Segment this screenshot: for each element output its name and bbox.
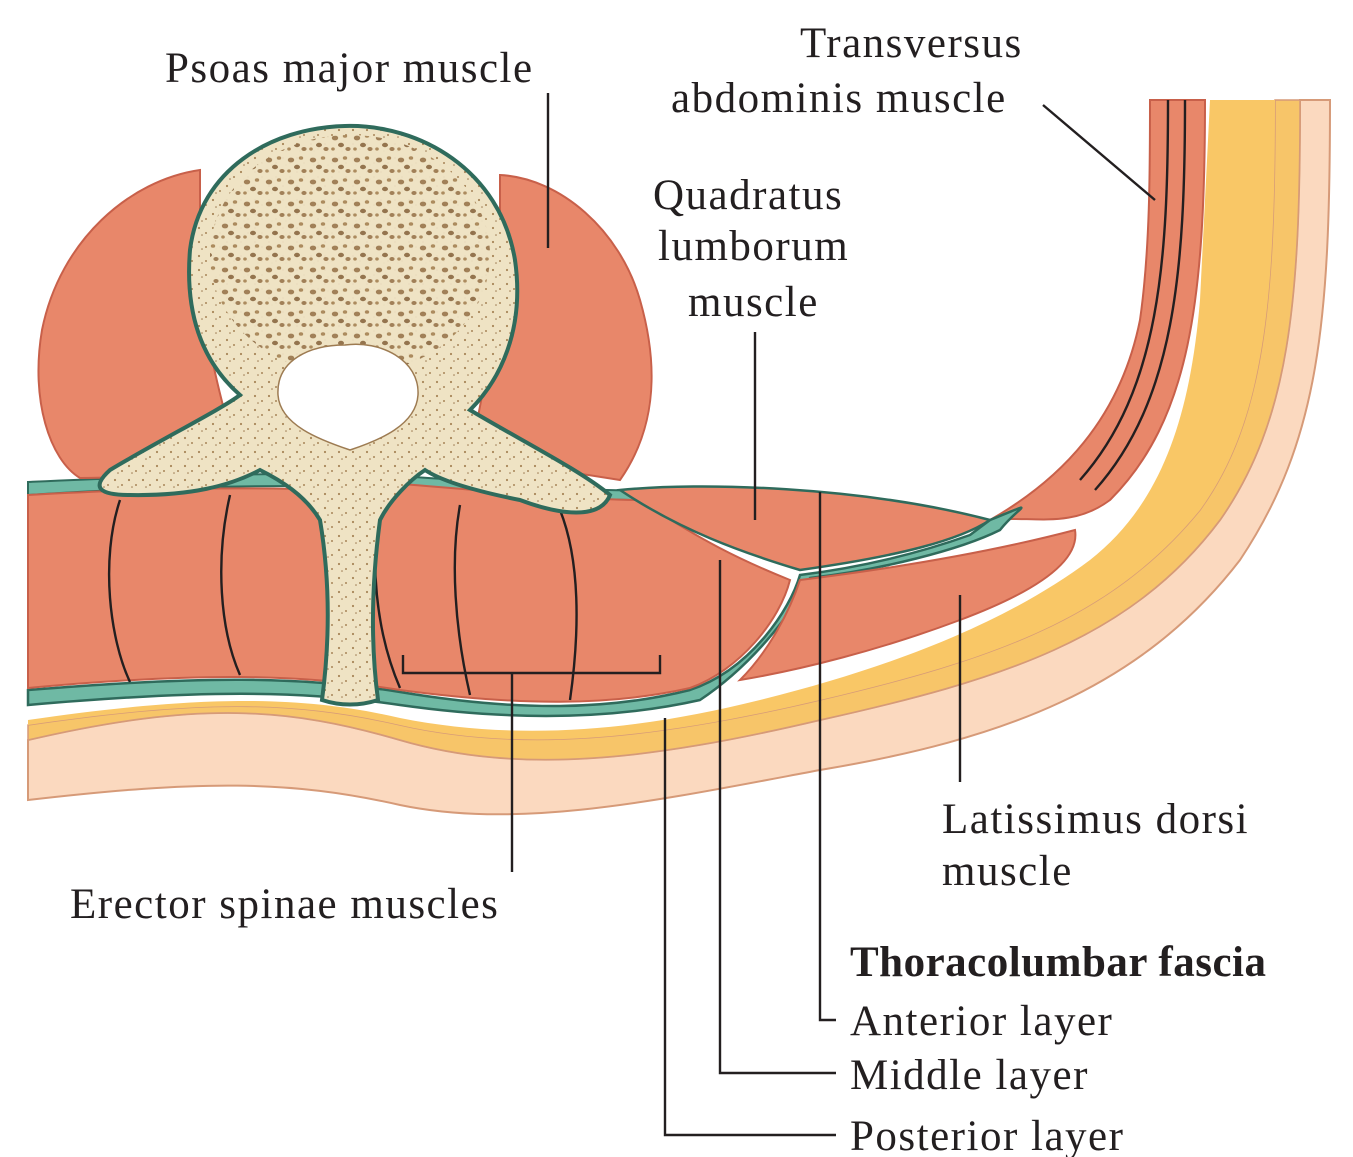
label-quadratus-line2: lumborum: [658, 223, 849, 270]
label-posterior-layer: Posterior layer: [850, 1113, 1124, 1157]
label-psoas-major: Psoas major muscle: [165, 45, 534, 92]
label-transversus-line2: abdominis muscle: [671, 75, 1007, 122]
label-latissimus-line1: Latissimus dorsi: [942, 796, 1249, 843]
label-erector-spinae: Erector spinae muscles: [70, 881, 499, 928]
label-latissimus-line2: muscle: [942, 848, 1073, 895]
label-quadratus-line3: muscle: [688, 279, 819, 326]
label-anterior-layer: Anterior layer: [850, 998, 1113, 1045]
vertebral-body-cancellous: [210, 135, 490, 375]
label-transversus-line1: Transversus: [800, 20, 1023, 67]
label-middle-layer: Middle layer: [850, 1052, 1089, 1099]
label-fascia-title: Thoracolumbar fascia: [850, 939, 1267, 986]
label-quadratus-line1: Quadratus: [653, 172, 843, 219]
leader-transversus: [1043, 105, 1155, 200]
